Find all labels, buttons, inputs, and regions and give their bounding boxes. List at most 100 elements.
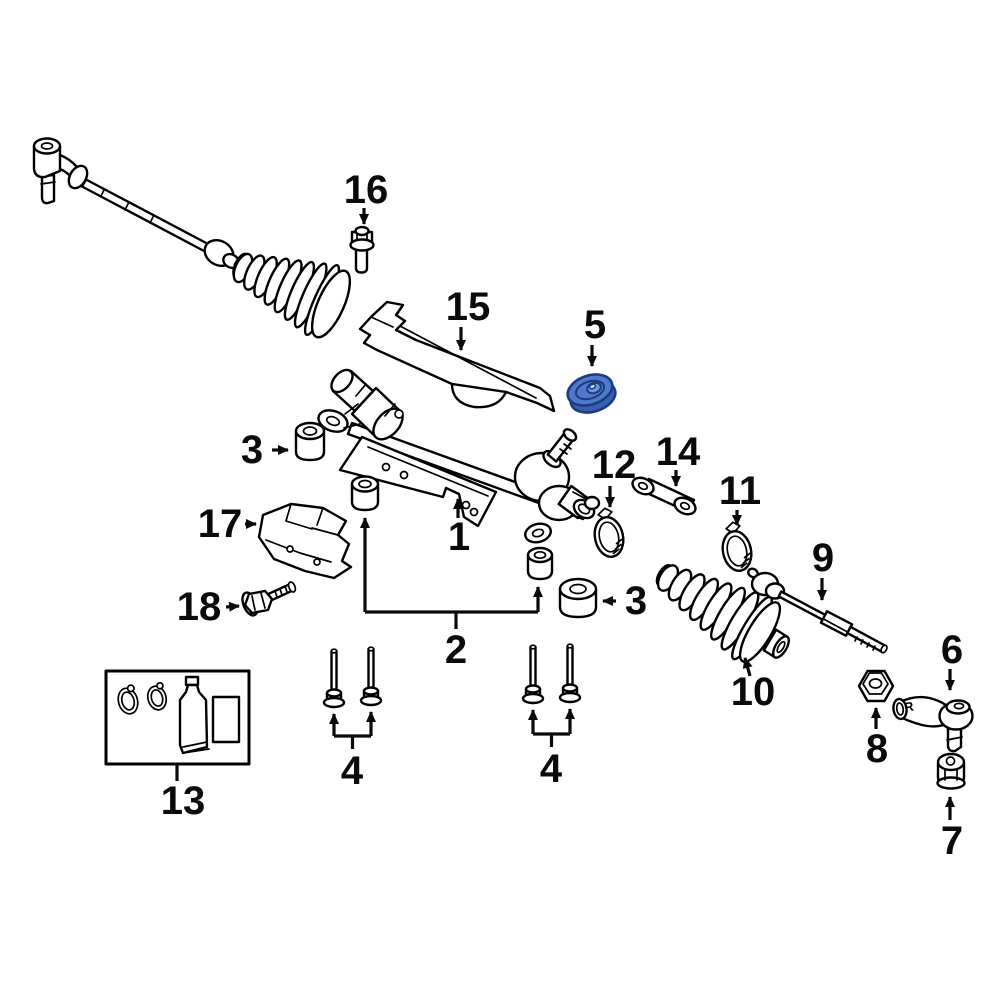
bushing-hole xyxy=(358,479,372,489)
bushing-3-right[interactable] xyxy=(558,577,598,619)
ball-stub-link xyxy=(572,491,587,500)
clamp-11-drawing[interactable] xyxy=(717,520,755,574)
callout-8[interactable]: 8 xyxy=(866,707,888,771)
bolt-flange xyxy=(558,691,582,704)
callout-10[interactable]: 10 xyxy=(731,657,776,714)
tie-rod-assembly-drawing[interactable] xyxy=(32,137,358,343)
callout-9-number[interactable]: 9 xyxy=(812,536,834,580)
callout-18-number[interactable]: 18 xyxy=(177,585,222,629)
callout-10-arrow xyxy=(742,657,753,677)
shaft-tick-marks xyxy=(100,189,155,224)
bushing-2-right[interactable] xyxy=(526,546,554,581)
stud-band-line xyxy=(40,181,56,185)
callout-9[interactable]: 9 xyxy=(812,536,834,601)
callout-5[interactable]: 5 xyxy=(584,303,606,367)
callout-3-right-number[interactable]: 3 xyxy=(625,579,647,623)
callout-3-right[interactable]: 3 xyxy=(602,579,647,623)
bolt-top-cap xyxy=(330,648,338,654)
callout-4-left-number[interactable]: 4 xyxy=(341,749,364,793)
bolt-tip-cap xyxy=(287,581,297,593)
callout-16-number[interactable]: 16 xyxy=(344,168,389,212)
callout-17-number[interactable]: 17 xyxy=(198,502,243,546)
steering-gear-1-drawing[interactable] xyxy=(315,366,601,545)
callout-4-right-number[interactable]: 4 xyxy=(540,747,563,791)
callout-12-number[interactable]: 12 xyxy=(592,443,637,487)
callout-15[interactable]: 15 xyxy=(446,285,491,351)
boot-end-dome xyxy=(310,269,352,339)
housing-band-lines xyxy=(355,383,396,417)
clamp-12-drawing[interactable] xyxy=(589,506,627,560)
tie-rod-shaft xyxy=(80,178,211,253)
arm-socket-hole xyxy=(895,702,905,716)
callout-4-left[interactable]: 4 xyxy=(329,711,376,793)
callout-3-left-number[interactable]: 3 xyxy=(241,428,263,472)
bolt-18-drawing[interactable] xyxy=(239,581,297,618)
callout-7[interactable]: 7 xyxy=(941,796,963,863)
bushing-hole xyxy=(302,426,318,436)
callout-4-right-bracket xyxy=(533,732,570,747)
callout-14[interactable]: 14 xyxy=(656,430,701,487)
callout-3-left[interactable]: 3 xyxy=(241,428,289,472)
bushing-hole xyxy=(569,583,587,595)
bushing-2-left[interactable] xyxy=(350,475,380,512)
callout-15-number[interactable]: 15 xyxy=(446,285,491,329)
bolts-4-left[interactable] xyxy=(322,646,383,709)
callout-11[interactable]: 11 xyxy=(719,469,761,526)
callout-10-number[interactable]: 10 xyxy=(731,670,776,714)
bolts-4-right[interactable] xyxy=(521,643,582,705)
shield-17-drawing[interactable] xyxy=(257,502,353,580)
ball-housing-hole xyxy=(953,702,965,710)
nut-8-drawing[interactable] xyxy=(857,669,895,703)
callout-1[interactable]: 1 xyxy=(448,498,470,559)
bolt-16-drawing[interactable] xyxy=(349,225,375,274)
callout-14-number[interactable]: 14 xyxy=(656,430,701,474)
nut-top-face xyxy=(862,672,889,695)
retainer-14-drawing[interactable] xyxy=(630,475,698,518)
callout-7-number[interactable]: 7 xyxy=(941,819,963,863)
kit-clamp-2 xyxy=(146,681,168,711)
left-mount-hole xyxy=(325,415,341,427)
bolt-hex-head xyxy=(243,589,274,615)
plate-hole-3 xyxy=(461,500,471,510)
bushing-3-left[interactable] xyxy=(294,421,326,462)
rod-thread-tip xyxy=(846,625,887,654)
heat-shield-fold-lines xyxy=(370,304,537,399)
callout-18[interactable]: 18 xyxy=(177,585,240,629)
callout-2[interactable]: 2 xyxy=(360,517,543,672)
bolt-flange xyxy=(521,692,545,705)
repair-kit-13-box[interactable] xyxy=(104,669,251,766)
clamp-band-inner xyxy=(726,535,748,567)
shield-outline xyxy=(257,502,353,580)
tie-rod-end-hole xyxy=(40,142,54,150)
callout-13-number[interactable]: 13 xyxy=(161,779,206,823)
callout-16[interactable]: 16 xyxy=(344,168,389,225)
bushing-hole xyxy=(533,550,547,560)
kit-card xyxy=(211,695,241,744)
callout-1-number[interactable]: 1 xyxy=(448,515,470,559)
nut-7-drawing[interactable] xyxy=(936,752,966,790)
housing-detail-dot xyxy=(394,409,404,419)
callout-6[interactable]: 6 xyxy=(941,628,963,691)
bolt-flange xyxy=(349,238,375,252)
callout-2-number[interactable]: 2 xyxy=(445,628,467,672)
outer-tie-rod-6-drawing[interactable]: R xyxy=(892,695,974,753)
callout-6-number[interactable]: 6 xyxy=(941,628,963,672)
grommet-inner-ring xyxy=(574,379,606,401)
inner-tie-rod-9-drawing[interactable] xyxy=(747,567,888,654)
callout-4-right[interactable]: 4 xyxy=(528,708,575,791)
callout-5-number[interactable]: 5 xyxy=(584,303,606,347)
bolt-flange xyxy=(322,696,346,709)
callout-12[interactable]: 12 xyxy=(592,443,637,508)
plate-hole-1 xyxy=(381,462,391,472)
mount-bushing-5-highlighted[interactable] xyxy=(564,369,620,418)
callout-8-number[interactable]: 8 xyxy=(866,727,888,771)
callout-2-bracket xyxy=(365,610,538,629)
callout-11-number[interactable]: 11 xyxy=(719,469,761,513)
bolt-hex-top xyxy=(362,686,380,696)
callout-13[interactable]: 13 xyxy=(161,764,206,823)
head-facet-lines xyxy=(251,592,266,611)
thread-tip-cap xyxy=(880,644,888,654)
boot-10-drawing[interactable] xyxy=(654,562,792,667)
heat-shield-15-drawing[interactable] xyxy=(358,300,556,413)
callout-17[interactable]: 17 xyxy=(198,502,257,546)
